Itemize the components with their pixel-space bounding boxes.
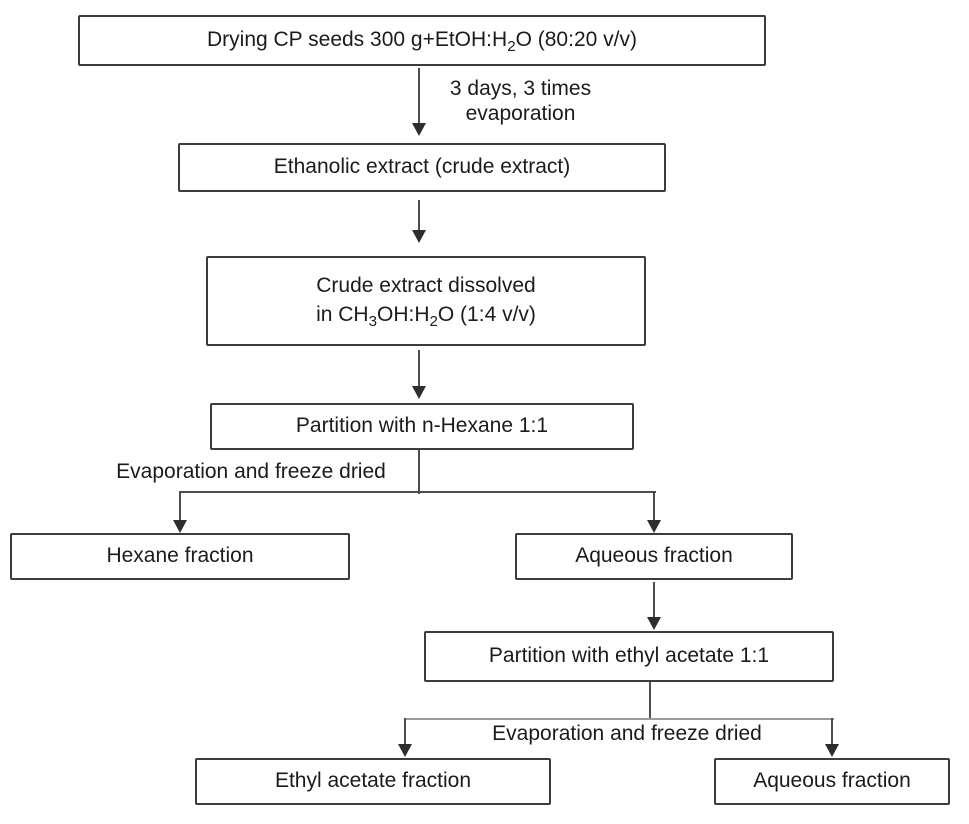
- edge-label-maceration-line1: 3 days, 3 times: [449, 77, 592, 100]
- arrowhead-down-icon: [825, 744, 839, 757]
- flow-node-ethanolic-label: Ethanolic extract (crude extract): [273, 155, 571, 179]
- edge-label-split2-text: Evaporation and freeze dried: [492, 722, 762, 745]
- flow-node-ethyl-acetate-fraction: Ethyl acetate fraction: [195, 758, 551, 805]
- arrowhead-down-icon: [412, 123, 426, 136]
- flow-node-ethyl-acetate-partition: Partition with ethyl acetate 1:1: [424, 631, 834, 682]
- edge-label-split1: Evaporation and freeze dried: [86, 459, 416, 484]
- edge-label-maceration: 3 days, 3 times evaporation: [433, 76, 608, 126]
- arrowhead-down-icon: [412, 386, 426, 399]
- flow-node-hexane-fraction-label: Hexane fraction: [106, 544, 254, 568]
- flow-node-aqueous-fraction-2-label: Aqueous fraction: [753, 769, 911, 793]
- connector-hexane-partition-trunk: [418, 450, 420, 494]
- connector-ethanolic-to-crude: [418, 200, 420, 230]
- flow-node-ea-partition-label: Partition with ethyl acetate 1:1: [488, 644, 770, 668]
- flow-node-aqueous-fraction-1: Aqueous fraction: [515, 533, 793, 580]
- flow-node-hexane-fraction: Hexane fraction: [10, 533, 350, 580]
- arrowhead-down-icon: [647, 520, 661, 533]
- connector-ea-partition-trunk: [649, 682, 651, 720]
- flow-node-crude-dissolved: Crude extract dissolved in CH3OH:H2O (1:…: [206, 256, 646, 346]
- arrowhead-down-icon: [173, 520, 187, 533]
- flow-node-drying-label: Drying CP seeds 300 g+EtOH:H2O (80:20 v/…: [207, 28, 637, 56]
- connector-split1-left-drop: [179, 491, 181, 521]
- connector-drying-to-ethanolic: [418, 68, 420, 123]
- flow-node-ethanolic-extract: Ethanolic extract (crude extract): [178, 143, 666, 192]
- connector-aqueous1-to-ea-partition: [653, 582, 655, 618]
- connector-split1-horizontal: [179, 491, 656, 493]
- flow-node-aqueous-fraction-1-label: Aqueous fraction: [575, 544, 733, 568]
- connector-split2-horizontal: [404, 718, 834, 720]
- flow-node-drying-cp-seeds: Drying CP seeds 300 g+EtOH:H2O (80:20 v/…: [78, 15, 766, 66]
- arrowhead-down-icon: [398, 744, 412, 757]
- connector-split2-left-drop: [404, 718, 406, 746]
- edge-label-split2: Evaporation and freeze dried: [452, 721, 802, 746]
- flow-node-crude-label: Crude extract dissolved in CH3OH:H2O (1:…: [316, 272, 536, 330]
- connector-split2-right-drop: [831, 718, 833, 746]
- flow-node-hexane-partition: Partition with n-Hexane 1:1: [210, 403, 634, 450]
- arrowhead-down-icon: [647, 617, 661, 630]
- flow-node-ea-fraction-label: Ethyl acetate fraction: [274, 769, 472, 793]
- connector-crude-to-hexane-partition: [418, 350, 420, 386]
- edge-label-split1-text: Evaporation and freeze dried: [116, 460, 386, 483]
- connector-split1-right-drop: [653, 491, 655, 521]
- flow-node-hexane-partition-label: Partition with n-Hexane 1:1: [295, 414, 549, 438]
- edge-label-maceration-line2: evaporation: [465, 102, 576, 125]
- flow-node-crude-line1: Crude extract dissolved: [316, 274, 536, 298]
- flow-node-crude-line2: in CH3OH:H2O (1:4 v/v): [316, 303, 536, 331]
- flow-node-aqueous-fraction-2: Aqueous fraction: [714, 758, 950, 805]
- arrowhead-down-icon: [412, 230, 426, 243]
